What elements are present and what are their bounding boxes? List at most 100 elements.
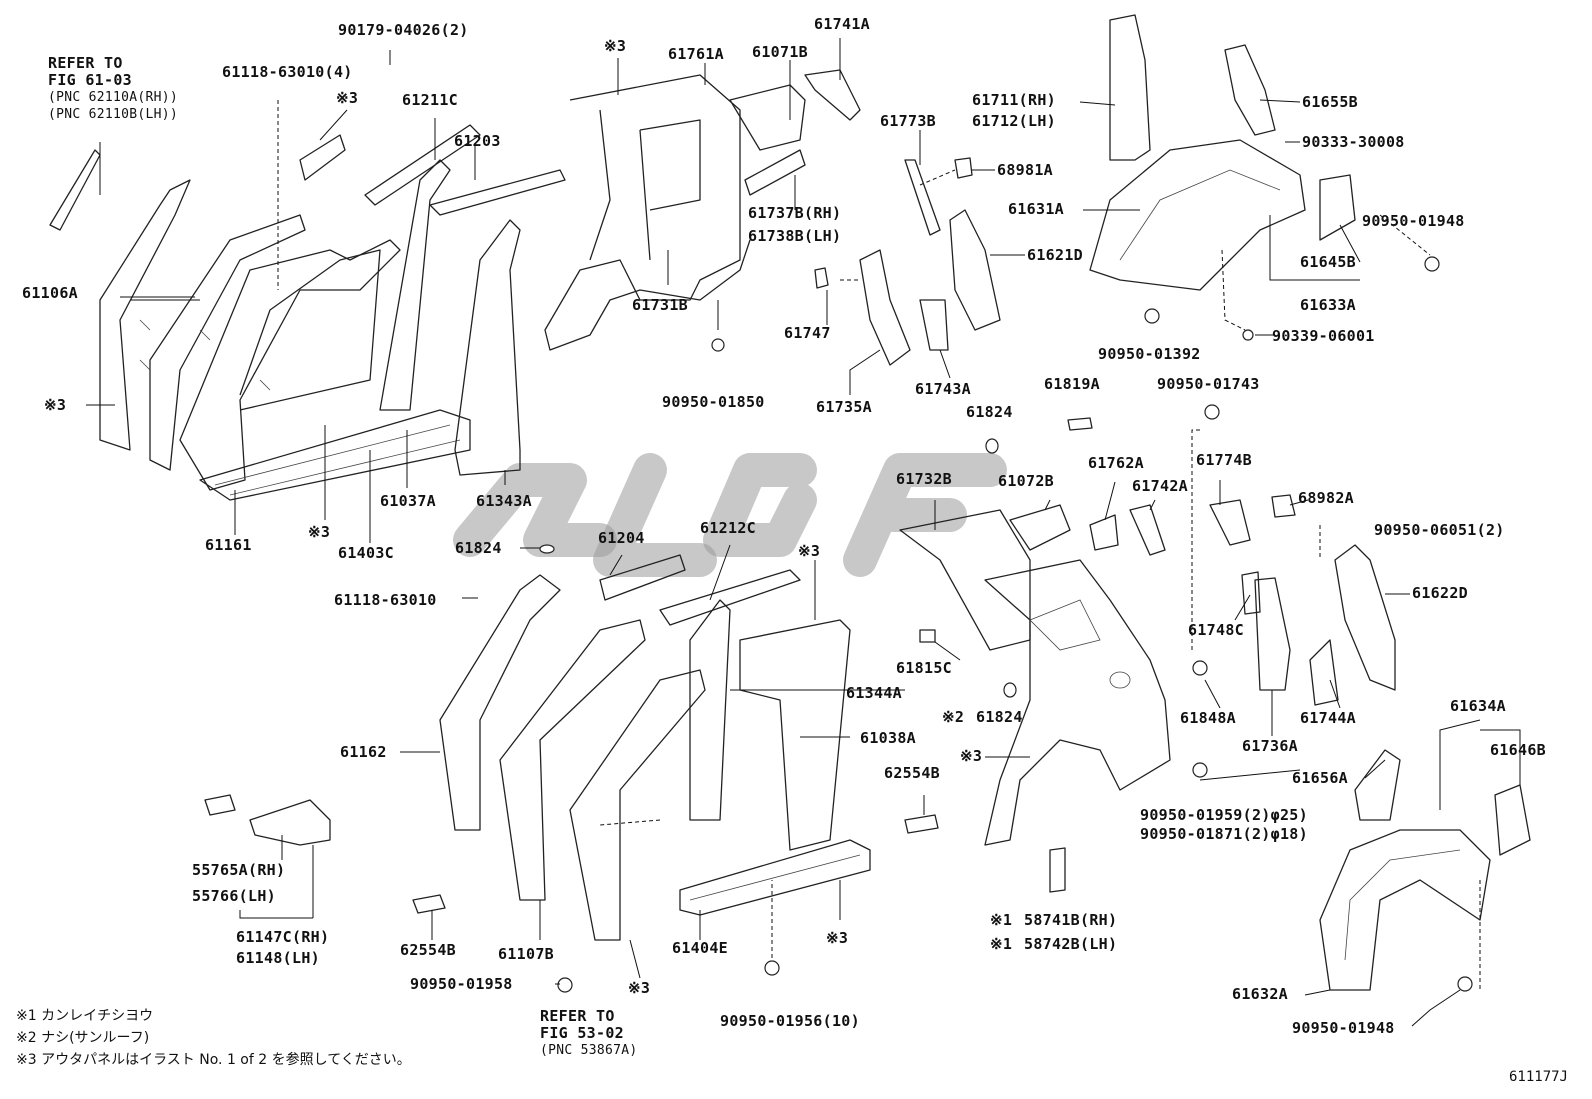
part-61736a xyxy=(1254,577,1291,691)
part-label: 61774B xyxy=(1196,451,1252,469)
part-label: ※3 xyxy=(826,929,849,947)
part-58741b xyxy=(1049,847,1066,893)
figure-id: 611177J xyxy=(1508,1069,1568,1085)
part-61403c xyxy=(199,409,471,501)
part-label: 61736A xyxy=(1242,737,1298,755)
part-61743a xyxy=(919,299,949,351)
part-label: 61731B xyxy=(632,296,688,314)
reference-line: (PNC 62110A(RH)) xyxy=(48,90,179,105)
part-label: 61743A xyxy=(915,380,971,398)
part-rear-quarter-outer xyxy=(984,559,1171,846)
part-61742a xyxy=(1129,504,1166,556)
part-61072b xyxy=(1009,504,1071,551)
reference-line: FIG 53-02 xyxy=(540,1024,624,1042)
part-label: 61646B xyxy=(1490,741,1546,759)
part-68981a xyxy=(954,157,973,179)
part-61761a xyxy=(544,74,751,351)
reference-line: (PNC 62110B(LH)) xyxy=(48,107,179,122)
part-label: 61633A xyxy=(1300,296,1356,314)
part-label: 61824 xyxy=(976,708,1023,726)
watermark-logo xyxy=(453,453,1007,577)
part-label: ※1 xyxy=(990,911,1013,929)
part-label: 58741B(RH) xyxy=(1024,911,1118,929)
part-label: 61622D xyxy=(1412,584,1468,602)
part-label: 61655B xyxy=(1302,93,1358,111)
reference-fig-53-02: REFER TO FIG 53-02 (PNC 53867A) xyxy=(540,1008,638,1059)
part-label: ※3 xyxy=(798,542,821,560)
leader-lines xyxy=(86,38,1521,1027)
part-label: ※3 xyxy=(336,89,359,107)
part-label: 61038A xyxy=(860,729,916,747)
part-label: ※2 xyxy=(942,708,965,726)
part-61645b xyxy=(1319,174,1356,241)
part-label: 61732B xyxy=(896,470,952,488)
part-label: 61824 xyxy=(455,539,502,557)
part-label: 90950-01871(2)φ18) xyxy=(1140,825,1308,843)
part-label: 61744A xyxy=(1300,709,1356,727)
part-label: ※3 xyxy=(308,523,331,541)
part-61212c xyxy=(659,569,801,626)
part-label: 61815C xyxy=(896,659,952,677)
part-label: 61343A xyxy=(476,492,532,510)
part-label: 61848A xyxy=(1180,709,1236,727)
part-label: 61631A xyxy=(1008,200,1064,218)
part-label: 61147C(RH) xyxy=(236,928,330,946)
reference-line: FIG 61-03 xyxy=(48,71,132,89)
lower-right-assembly xyxy=(1191,404,1531,992)
part-label: 61762A xyxy=(1088,454,1144,472)
part-label: ※3 xyxy=(628,979,651,997)
part-label: 61747 xyxy=(784,324,831,342)
part-label: 61773B xyxy=(880,112,936,130)
part-label: 61162 xyxy=(340,743,387,761)
part-61203 xyxy=(429,169,566,216)
part-label: 61118-63010(4) xyxy=(222,63,353,81)
reference-line: (PNC 53867A) xyxy=(540,1043,638,1058)
part-61161 xyxy=(179,239,401,491)
part-61737b xyxy=(744,149,806,196)
part-label: 61404E xyxy=(672,939,728,957)
part-label: 61761A xyxy=(668,45,724,63)
part-label: ※3 xyxy=(960,747,983,765)
part-label: 61748C xyxy=(1188,621,1244,639)
part-label: ※1 xyxy=(990,935,1013,953)
part-label: 61656A xyxy=(1292,769,1348,787)
part-label: 68982A xyxy=(1298,489,1354,507)
part-label: 90950-01958 xyxy=(410,975,513,993)
part-61071b xyxy=(729,84,806,151)
part-label: 61212C xyxy=(700,519,756,537)
part-label: 68981A xyxy=(997,161,1053,179)
part-68982a xyxy=(1271,494,1296,518)
part-label: 61106A xyxy=(22,284,78,302)
part-label: 61634A xyxy=(1450,697,1506,715)
part-62554b-right xyxy=(904,814,939,834)
part-label: 90339-06001 xyxy=(1272,327,1375,345)
part-label: 61742A xyxy=(1132,477,1188,495)
reference-fig-61-03: REFER TO FIG 61-03 (PNC 62110A(RH)) (PNC… xyxy=(48,55,178,123)
part-61211c xyxy=(299,134,346,181)
part-label: 61819A xyxy=(1044,375,1100,393)
part-label: 62554B xyxy=(400,941,456,959)
part-61646b xyxy=(1494,784,1531,856)
part-61343a xyxy=(454,219,521,476)
part-62554b-left xyxy=(412,894,446,914)
part-label: 61211C xyxy=(402,91,458,109)
part-61631a xyxy=(1089,139,1306,291)
part-label: 61148(LH) xyxy=(236,949,320,967)
part-label: 61161 xyxy=(205,536,252,554)
part-61748c xyxy=(1241,571,1261,615)
part-label: 61824 xyxy=(966,403,1013,421)
part-61773b xyxy=(904,159,941,236)
part-61819a xyxy=(1067,417,1093,431)
part-label: 90950-01959(2)φ25) xyxy=(1140,806,1308,824)
part-61147c xyxy=(249,799,331,846)
part-label: ※3 xyxy=(44,396,67,414)
part-61106a xyxy=(99,179,191,451)
part-61107b xyxy=(569,669,706,941)
part-label: 61403C xyxy=(338,544,394,562)
part-label: 61621D xyxy=(1027,246,1083,264)
part-label: 61204 xyxy=(598,529,645,547)
part-label: 90950-01948 xyxy=(1292,1019,1395,1037)
part-55765a xyxy=(204,794,236,816)
reference-line: REFER TO xyxy=(540,1007,615,1025)
